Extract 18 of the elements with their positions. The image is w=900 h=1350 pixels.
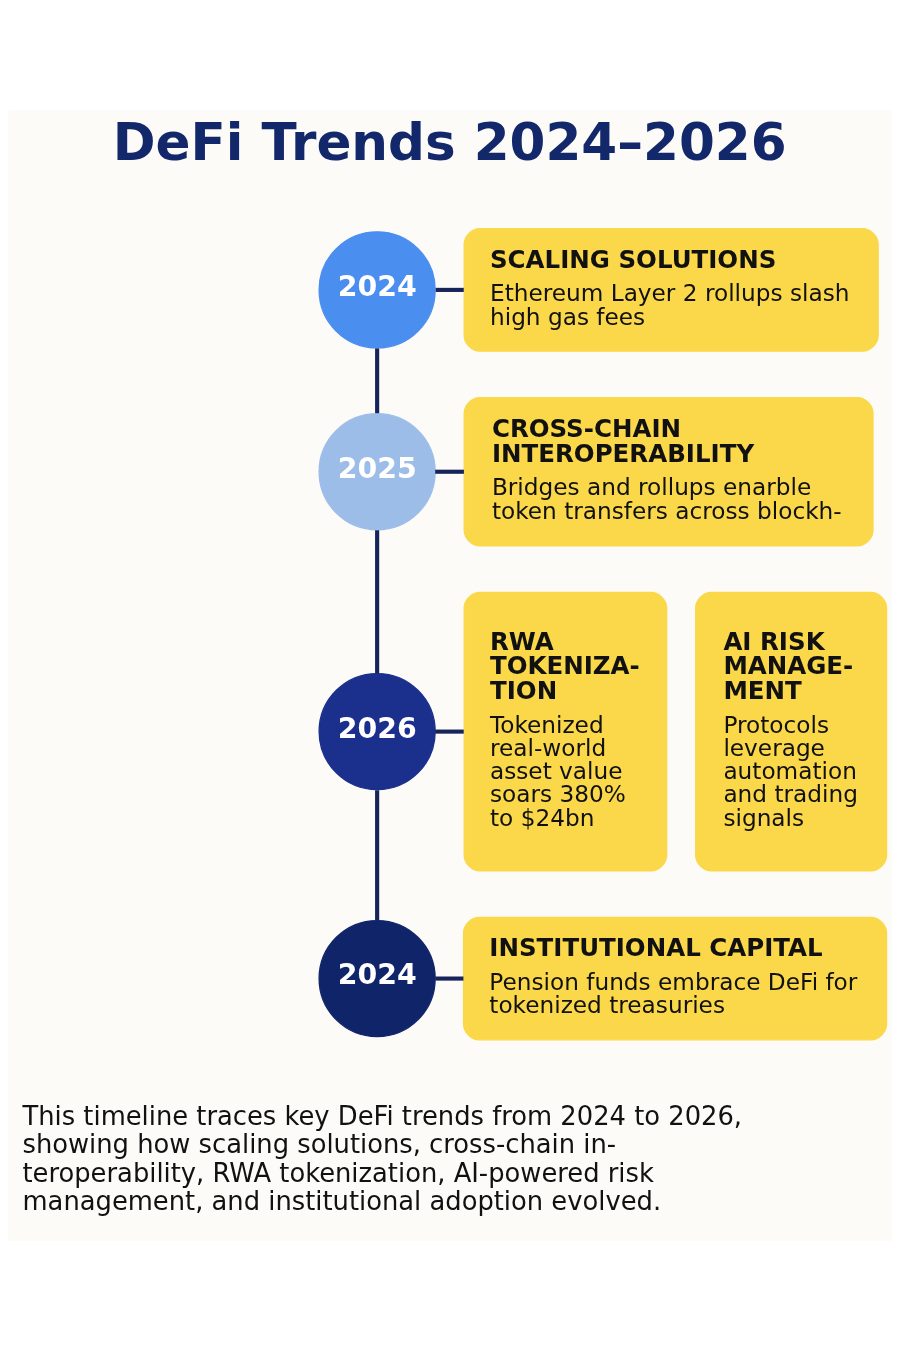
node-circle: 2026	[318, 672, 436, 790]
connector	[375, 789, 380, 920]
node-box: INSTITUTIONAL CAPITAL Pension funds embrace DeFi for tokenized treasuries	[462, 916, 888, 1040]
node-circle: 2025	[318, 412, 436, 530]
node-box: AI RISK MANAGE- MENT Protocols leverage automation and trading signals	[695, 591, 888, 872]
connector	[375, 347, 380, 413]
node-box: SCALING SOLUTIONS Ethereum Layer 2 rollups slash high gas fees	[463, 227, 879, 352]
caption: This timeline traces key DeFi trends from 2024 to 2026, showing how scaling solutions, cross-chain in- teroperability, RWA tokenization, AI-powered risk management, and institutional adoption evolved.	[22, 1100, 743, 1216]
connector	[435, 287, 464, 292]
connector	[435, 469, 464, 474]
node-circle: 2024	[318, 919, 436, 1037]
node-box: CROSS-CHAIN INTEROPERABILITY Bridges and rollups enarble token transfers across blockh-	[463, 396, 874, 547]
node-circle: 2024	[318, 230, 436, 349]
connector	[435, 729, 464, 734]
connector	[375, 529, 380, 673]
connector	[435, 976, 464, 981]
diagram-title: DeFi Trends 2024–2026	[112, 111, 787, 172]
node-box: RWA TOKENIZA- TION Tokenized real-world asset value soars 380% to $24bn	[463, 591, 668, 872]
